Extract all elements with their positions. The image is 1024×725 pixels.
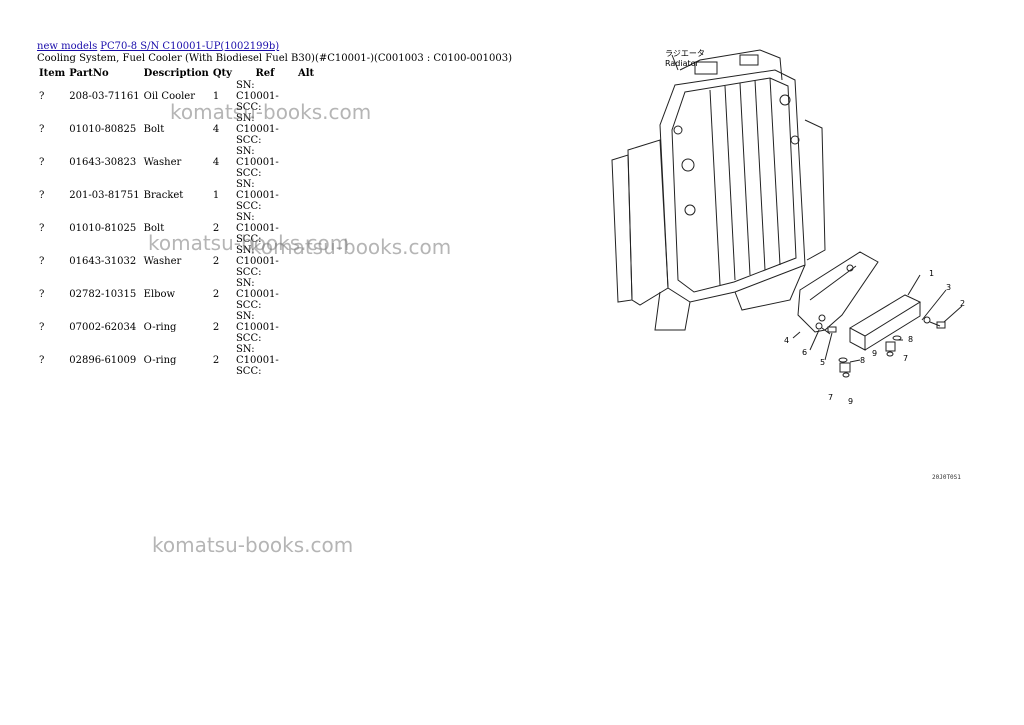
cell-alt — [296, 311, 326, 344]
table-row: ? 01643-30823 Washer 4 SN: C10001-SCC: — [37, 146, 326, 179]
callout-7: 7 — [828, 393, 833, 402]
cell-ref: SN: C10001-SCC: — [235, 344, 279, 377]
drawing-code: 20J0T0S1 — [932, 474, 961, 481]
callout-7b: 7 — [903, 354, 908, 363]
radiator-label-en: Radiator — [665, 59, 700, 68]
header-description: Description — [143, 67, 209, 79]
cell-description: O-ring — [143, 355, 177, 366]
cell-alt — [296, 278, 326, 311]
table-row: ? 07002-62034 O-ring 2 SN: C10001-SCC: — [37, 311, 326, 344]
callout-3: 3 — [946, 283, 951, 292]
cell-partno: 07002-62034 — [69, 322, 137, 333]
cell-ref: SN: C10001-SCC: — [235, 146, 279, 179]
table-header-row: Item PartNo Description Qty Ref Alt — [37, 66, 326, 80]
cell-ref: SN: C10001-SCC: — [235, 113, 279, 146]
cell-partno: 02782-10315 — [69, 289, 137, 300]
cell-description: Bolt — [143, 223, 165, 234]
cell-description: O-ring — [143, 322, 177, 333]
cell-alt — [296, 344, 326, 377]
cell-qty: 2 — [212, 256, 220, 267]
watermark: komatsu-books.com — [170, 100, 372, 124]
header-qty: Qty — [212, 67, 232, 79]
callout-9: 9 — [872, 349, 877, 358]
callout-8b: 8 — [908, 335, 913, 344]
cell-partno: 01010-81025 — [69, 223, 137, 234]
header-alt: Alt — [297, 67, 315, 79]
radiator-drawing — [611, 49, 963, 378]
parts-diagram: ラジエータ Radiator 1 3 2 4 6 5 8 9 7 8 7 9 — [611, 49, 965, 406]
watermark: komatsu-books.com — [250, 235, 452, 259]
cell-item: ? — [39, 289, 45, 300]
cell-item: ? — [39, 322, 45, 333]
callout-4: 4 — [784, 336, 789, 345]
cell-ref: SN: C10001-SCC: — [235, 311, 279, 344]
header-item: Item — [39, 67, 66, 79]
cell-item: ? — [39, 223, 45, 234]
cell-qty: 1 — [212, 190, 220, 201]
table-row: ? 208-03-71161 Oil Cooler 1 SN: C10001-S… — [37, 80, 326, 113]
cell-item: ? — [39, 355, 45, 366]
cell-ref: SN: C10001-SCC: — [235, 80, 279, 113]
cell-partno: 208-03-71161 — [69, 91, 140, 102]
callout-6: 6 — [802, 348, 807, 357]
cell-qty: 4 — [212, 157, 220, 168]
cell-qty: 4 — [212, 124, 220, 135]
cell-qty: 2 — [212, 223, 220, 234]
cell-description: Elbow — [143, 289, 176, 300]
table-row: ? 02782-10315 Elbow 2 SN: C10001-SCC: — [37, 278, 326, 311]
cell-partno: 201-03-81751 — [69, 190, 140, 201]
cell-description: Oil Cooler — [143, 91, 196, 102]
cell-alt — [296, 179, 326, 212]
breadcrumb-model-link[interactable]: PC70-8 S/N C10001-UP(1002199b) — [100, 41, 280, 52]
radiator-label-jp: ラジエータ — [665, 49, 705, 58]
cell-ref: SN: C10001-SCC: — [235, 179, 279, 212]
cell-item: ? — [39, 256, 45, 267]
cell-qty: 2 — [212, 355, 220, 366]
table-row: ? 01010-80825 Bolt 4 SN: C10001-SCC: — [37, 113, 326, 146]
watermark: komatsu-books.com — [152, 533, 354, 557]
page-title: Cooling System, Fuel Cooler (With Biodie… — [37, 53, 512, 64]
breadcrumb-new-models-link[interactable]: new models — [37, 41, 98, 52]
cell-ref: SN: C10001-SCC: — [235, 278, 279, 311]
cell-item: ? — [39, 91, 45, 102]
cell-qty: 1 — [212, 91, 220, 102]
table-row: ? 201-03-81751 Bracket 1 SN: C10001-SCC: — [37, 179, 326, 212]
table-row: ? 02896-61009 O-ring 2 SN: C10001-SCC: — [37, 344, 326, 377]
callout-2: 2 — [960, 299, 965, 308]
callout-8: 8 — [860, 356, 865, 365]
cell-qty: 2 — [212, 322, 220, 333]
cell-ref: SN: C10001-SCC: — [235, 212, 279, 245]
callout-5: 5 — [820, 358, 825, 367]
cell-partno: 01010-80825 — [69, 124, 137, 135]
callout-1: 1 — [929, 269, 934, 278]
parts-table: Item PartNo Description Qty Ref Alt ? 20… — [37, 66, 326, 378]
cell-item: ? — [39, 157, 45, 168]
cell-ref: SN: C10001-SCC: — [235, 245, 279, 278]
cell-qty: 2 — [212, 289, 220, 300]
cell-alt — [296, 146, 326, 179]
cell-partno: 01643-31032 — [69, 256, 137, 267]
cell-partno: 01643-30823 — [69, 157, 137, 168]
cell-partno: 02896-61009 — [69, 355, 137, 366]
callout-9b: 9 — [848, 397, 853, 406]
cell-description: Washer — [143, 157, 182, 168]
cell-description: Washer — [143, 256, 182, 267]
cell-description: Bolt — [143, 124, 165, 135]
header-ref: Ref — [255, 67, 275, 79]
table-row: ? 01643-31032 Washer 2 SN: C10001-SCC: — [37, 245, 326, 278]
table-row: ? 01010-81025 Bolt 2 SN: C10001-SCC: — [37, 212, 326, 245]
cell-description: Bracket — [143, 190, 184, 201]
cell-item: ? — [39, 190, 45, 201]
watermark: komatsu-books.com — [148, 231, 350, 255]
header-partno: PartNo — [69, 67, 109, 79]
cell-item: ? — [39, 124, 45, 135]
